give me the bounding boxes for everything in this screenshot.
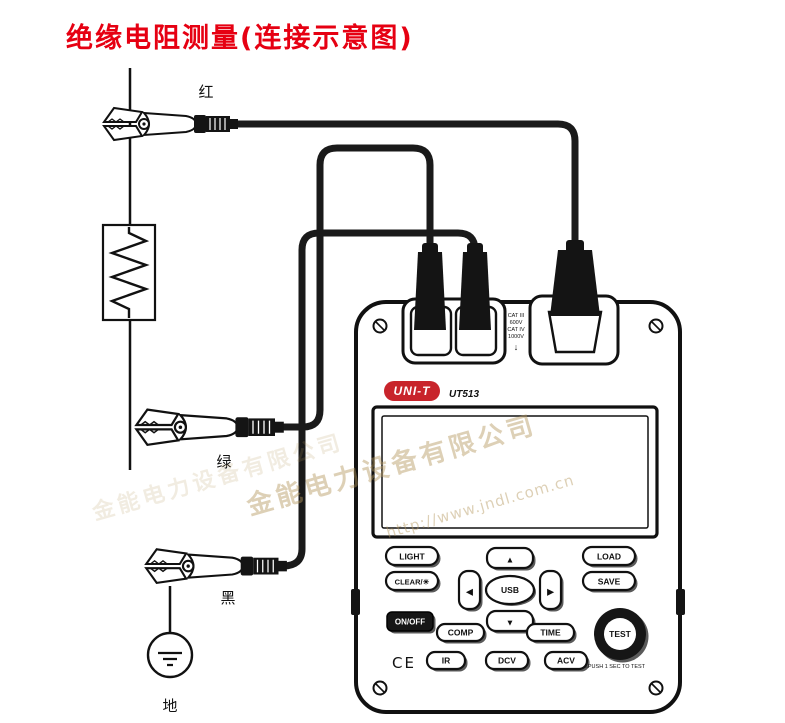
svg-text:CLEAR/☀: CLEAR/☀ <box>395 578 430 587</box>
ground-label: 地 <box>162 697 177 715</box>
svg-text:SAVE: SAVE <box>598 577 621 587</box>
dcv-button: DCV <box>484 650 531 672</box>
usb-button: USB <box>484 574 536 606</box>
red-lead-plug <box>550 240 600 316</box>
jack-rating-2: 600V <box>510 320 523 326</box>
brand-logo <box>384 381 440 401</box>
svg-text:◀: ◀ <box>465 587 474 597</box>
jack-rating-4: 1000V <box>508 334 524 340</box>
svg-text:ON/OFF: ON/OFF <box>395 618 425 627</box>
alligator-clip-red <box>103 107 239 141</box>
jack-arrow-icon: ↓ <box>514 342 519 352</box>
red-lead-label: 红 <box>198 83 213 101</box>
screw-top-right <box>648 318 664 334</box>
down-button: ▼ <box>485 609 536 634</box>
save-button: SAVE <box>581 570 638 593</box>
resistor-box <box>101 223 157 322</box>
screw-bottom-right <box>648 680 664 696</box>
svg-text:DCV: DCV <box>498 656 516 666</box>
light-button: LIGHT <box>384 545 441 568</box>
svg-text:LOAD: LOAD <box>597 552 621 562</box>
ground-symbol-bars <box>158 651 182 667</box>
svg-text:IR: IR <box>442 656 451 666</box>
green-test-lead-wire <box>278 144 434 431</box>
black-lead-plug <box>459 243 491 330</box>
red-test-lead-wire <box>236 120 579 248</box>
jack-rating-3: CAT IV <box>507 327 525 333</box>
model-text: UT513 <box>449 389 479 400</box>
svg-text:▶: ▶ <box>546 587 555 597</box>
black-test-lead-wire <box>282 229 479 570</box>
left-side-tab <box>351 589 360 615</box>
time-button: TIME <box>525 622 577 644</box>
up-button: ▲ <box>485 546 536 571</box>
green-lead-plug <box>414 243 446 330</box>
left-button: ◀ <box>457 569 483 612</box>
comp-button: COMP <box>435 622 487 644</box>
svg-text:▼: ▼ <box>506 618 514 628</box>
screw-bottom-left <box>372 680 388 696</box>
test-hint: ⚠PUSH 1 SEC TO TEST <box>583 663 646 670</box>
svg-text:ACV: ACV <box>557 656 575 666</box>
screw-top-left <box>372 318 388 334</box>
svg-text:COMP: COMP <box>448 628 474 638</box>
page-title: 绝缘电阻测量(连接示意图) <box>66 23 414 54</box>
alligator-clip-black <box>145 548 288 584</box>
acv-button: ACV <box>543 650 590 672</box>
load-button: LOAD <box>581 545 638 568</box>
svg-text:USB: USB <box>501 585 519 595</box>
ce-mark: CE <box>392 654 416 672</box>
test-button: TEST <box>594 608 649 663</box>
ground-symbol <box>146 631 194 679</box>
on-off-button: ON/OFF <box>386 611 436 634</box>
brand-text: UNI-T <box>394 384 432 398</box>
right-side-tab <box>676 589 685 615</box>
svg-text:▲: ▲ <box>506 555 514 565</box>
alligator-clip-green <box>135 408 285 446</box>
display-screen <box>381 415 649 529</box>
line-jack-opening <box>547 310 603 354</box>
green-lead-label: 绿 <box>216 453 231 471</box>
resistor-zigzag-icon <box>108 227 150 318</box>
clear-button: CLEAR/☀ <box>384 570 441 593</box>
ir-button: IR <box>425 650 468 672</box>
svg-text:LIGHT: LIGHT <box>399 552 425 562</box>
svg-text:TIME: TIME <box>540 628 561 638</box>
svg-text:TEST: TEST <box>609 629 632 639</box>
jack-rating-1: CAT III <box>508 313 525 319</box>
black-lead-label: 黑 <box>220 589 235 607</box>
right-button: ▶ <box>538 569 564 612</box>
